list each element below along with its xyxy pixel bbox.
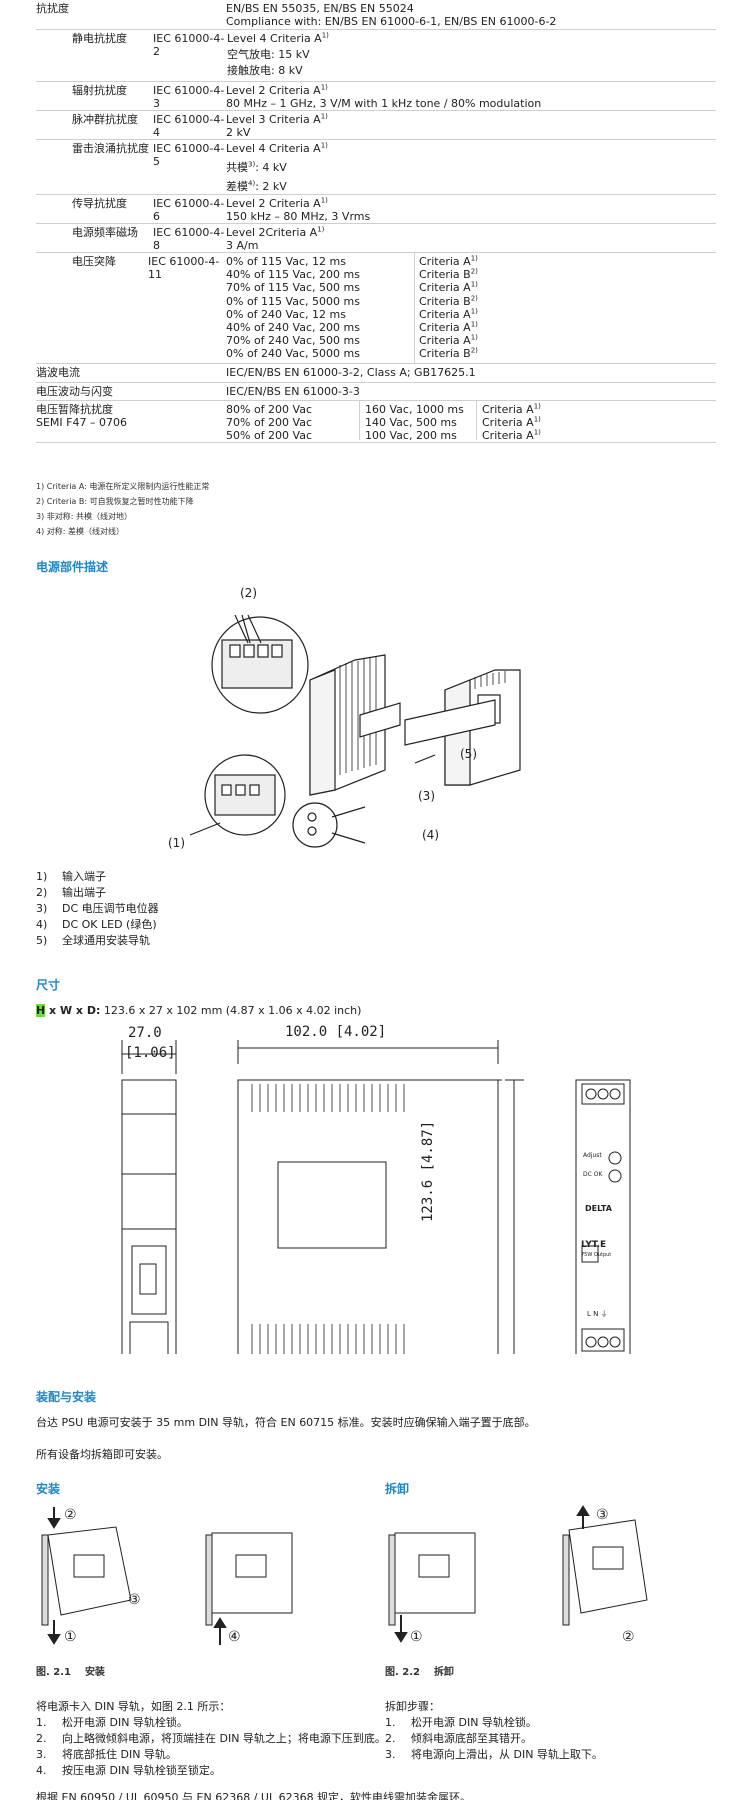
- emc-row-magnetic: 电源频率磁场 IEC 61000-4-8 Level 2Criteria A1)…: [36, 224, 716, 253]
- components-list: 1)输入端子 2)输出端子 3)DC 电压调节电位器 4)DC OK LED (…: [36, 870, 159, 950]
- install-step-4-marker: ④: [228, 1629, 241, 1645]
- install-title: 安装: [36, 1482, 61, 1496]
- dim-width-in: [1.06]: [125, 1045, 176, 1061]
- footnote-4: 4) 对称: 差模（线对线）: [36, 527, 124, 536]
- emc-row-harmonic: 谐波电流 IEC/EN/BS EN 61000-3-2, Class A; GB…: [36, 364, 716, 383]
- emc-row-surge: 雷击浪涌抗扰度 IEC 61000-4-5 Level 4 Criteria A…: [36, 140, 716, 195]
- remove-figure: [388, 1505, 648, 1643]
- front-adjust-label: Adjust: [583, 1152, 602, 1159]
- dimension-drawings: [121, 1040, 631, 1354]
- components-title: 电源部件描述: [36, 560, 109, 574]
- install-step-2-marker: ②: [64, 1507, 77, 1523]
- dim-depth: 102.0 [4.02]: [285, 1024, 387, 1040]
- emc-table: 抗扰度 EN/BS EN 55035, EN/BS EN 55024 Compl…: [36, 0, 716, 443]
- install-steps: 1.松开电源 DIN 导轨栓锁。 2.向上略微倾斜电源，将顶端挂在 DIN 导轨…: [36, 1716, 386, 1780]
- dimensions-title: 尺寸: [36, 978, 61, 992]
- bottom-cut-text: 根据 EN 60950 / UL 60950 与 EN 62368 / UL 6…: [36, 1791, 472, 1800]
- list-item: 3.将底部抵住 DIN 导轨。: [36, 1748, 177, 1761]
- callout-5: (5): [460, 747, 477, 761]
- front-dcok-label: DC OK: [583, 1171, 603, 1178]
- emc-row-immunity: 抗扰度 EN/BS EN 55035, EN/BS EN 55024 Compl…: [36, 0, 716, 30]
- front-brand-logo: DELTA: [585, 1204, 612, 1213]
- fig-2-1-caption: 图. 2.1 安装: [36, 1667, 105, 1678]
- mounting-para-1: 台达 PSU 电源可安装于 35 mm DIN 导轨，符合 EN 60715 标…: [36, 1416, 536, 1429]
- dips-criteria: Criteria A1) Criteria B2) Criteria A1) C…: [414, 253, 478, 363]
- front-output-label: 75W Output: [581, 1252, 612, 1258]
- emc-row-flicker: 电压波动与闪变 IEC/EN/BS EN 61000-3-3: [36, 383, 716, 401]
- remove-title: 拆卸: [385, 1482, 410, 1496]
- list-item: 2)输出端子: [36, 886, 106, 899]
- dips-conditions: 0% of 115 Vac, 12 ms 40% of 115 Vac, 200…: [226, 255, 360, 361]
- footnote-1: 1) Criteria A: 电源在所定义限制内运行性能正常: [36, 482, 210, 491]
- dim-height: 123.6 [4.87]: [420, 1120, 436, 1222]
- install-step-3-marker: ③: [128, 1592, 141, 1608]
- footnote-2: 2) Criteria B: 可自我恢复之暂时性功能下降: [36, 497, 194, 506]
- list-item: 1.松开电源 DIN 导轨栓锁。: [385, 1716, 537, 1729]
- front-terminal-labels: L N ⏚: [587, 1310, 608, 1318]
- callout-1: (1): [168, 836, 185, 850]
- callout-4: (4): [422, 828, 439, 842]
- list-item: 2.倾斜电源底部至其错开。: [385, 1732, 532, 1745]
- install-figure: [41, 1507, 293, 1645]
- dimensions-line: H x W x D: 123.6 x 27 x 102 mm (4.87 x 1…: [36, 1004, 362, 1017]
- mounting-para-2: 所有设备均拆箱即可安装。: [36, 1448, 168, 1461]
- remove-steps: 1.松开电源 DIN 导轨栓锁。 2.倾斜电源底部至其错开。 3.将电源向上滑出…: [385, 1716, 603, 1764]
- front-series-label: LYT.E: [581, 1240, 607, 1250]
- list-item: 1.松开电源 DIN 导轨栓锁。: [36, 1716, 188, 1729]
- list-item: 4.按压电源 DIN 导轨栓锁至锁定。: [36, 1764, 221, 1777]
- mounting-title: 装配与安装: [36, 1390, 97, 1404]
- callout-3: (3): [418, 789, 435, 803]
- row-name: 抗扰度: [36, 2, 69, 15]
- install-step-1-marker: ①: [64, 1629, 77, 1645]
- remove-intro: 拆卸步骤：: [385, 1700, 440, 1713]
- list-item: 3)DC 电压调节电位器: [36, 902, 159, 915]
- callout-2: (2): [240, 586, 257, 600]
- list-item: 1)输入端子: [36, 870, 106, 883]
- install-intro: 将电源卡入 DIN 导轨，如图 2.1 所示：: [36, 1700, 231, 1713]
- components-diagram: [189, 614, 521, 848]
- remove-step-3-marker: ③: [596, 1507, 609, 1523]
- list-item: 5)全球通用安装导轨: [36, 934, 150, 947]
- emc-row-eft: 脉冲群抗扰度 IEC 61000-4-4 Level 3 Criteria A1…: [36, 111, 716, 140]
- remove-step-2-marker: ②: [622, 1629, 635, 1645]
- emc-row-esd: 静电抗扰度 IEC 61000-4-2 Level 4 Criteria A1)…: [36, 30, 716, 82]
- emc-row-conducted: 传导抗扰度 IEC 61000-4-6 Level 2 Criteria A1)…: [36, 195, 716, 224]
- list-item: 3.将电源向上滑出，从 DIN 导轨上取下。: [385, 1748, 603, 1761]
- emc-row-radiated: 辐射抗扰度 IEC 61000-4-3 Level 2 Criteria A1)…: [36, 82, 716, 111]
- footnote-3: 3) 非对称: 共模（线对地）: [36, 512, 132, 521]
- dim-width-mm: 27.0: [128, 1025, 162, 1041]
- list-item: 2.向上略微倾斜电源，将顶端挂在 DIN 导轨之上；将电源下压到底。: [36, 1732, 386, 1745]
- fig-2-2-caption: 图. 2.2 拆卸: [385, 1667, 454, 1678]
- emc-row-semi: 电压暂降抗扰度 SEMI F47 – 0706 80% of 200 Vac 7…: [36, 401, 716, 443]
- emc-row-dips: 电压突降 IEC 61000-4-11 0% of 115 Vac, 12 ms…: [36, 253, 716, 364]
- remove-step-1-marker: ①: [410, 1629, 423, 1645]
- list-item: 4)DC OK LED (绿色): [36, 918, 157, 931]
